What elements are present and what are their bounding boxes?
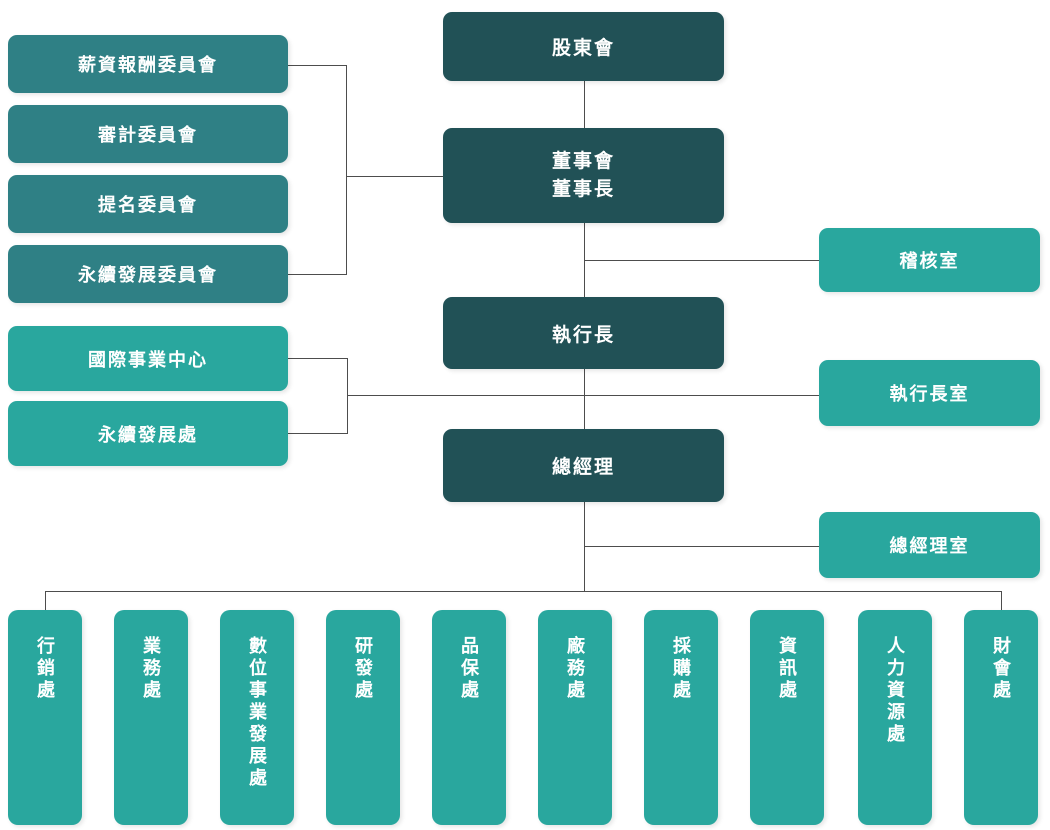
node-ceo-office: 執行長室	[819, 360, 1040, 426]
connector-line	[45, 591, 46, 611]
node-audit-committee: 審計委員會	[8, 105, 288, 163]
node-shareholders-meeting: 股東會	[443, 12, 724, 81]
connector-line	[287, 433, 347, 434]
node-dept-rnd: 研發處	[326, 610, 400, 825]
connector-line	[584, 369, 585, 429]
node-dept-plant-affairs: 廠務處	[538, 610, 612, 825]
dept-label: 採購處	[671, 636, 691, 702]
connector-line	[1001, 591, 1002, 611]
node-dept-quality-assurance: 品保處	[432, 610, 506, 825]
node-dept-procurement: 採購處	[644, 610, 718, 825]
node-dept-finance-accounting: 財會處	[964, 610, 1038, 825]
connector-line	[347, 358, 348, 434]
dept-label: 數位事業發展處	[247, 636, 267, 790]
node-compensation-committee: 薪資報酬委員會	[8, 35, 288, 93]
connector-line	[287, 358, 347, 359]
dept-label: 財會處	[991, 636, 1011, 702]
connector-line	[584, 502, 585, 592]
board-label-line1: 董事會	[551, 150, 615, 172]
node-board-of-directors: 董事會 董事長	[443, 128, 724, 223]
connector-line	[287, 65, 346, 66]
node-gm-office: 總經理室	[819, 512, 1040, 578]
node-sustainability-division: 永續發展處	[8, 401, 288, 466]
connector-line	[45, 591, 1002, 592]
connector-line	[584, 81, 585, 129]
dept-label: 資訊處	[777, 636, 797, 702]
connector-line	[347, 395, 819, 396]
node-dept-digital-business-development: 數位事業發展處	[220, 610, 294, 825]
connector-line	[584, 260, 819, 261]
connector-line	[584, 546, 819, 547]
connector-line	[346, 65, 347, 275]
node-general-manager: 總經理	[443, 429, 724, 502]
node-sustainability-committee: 永續發展委員會	[8, 245, 288, 303]
dept-label: 人力資源處	[885, 636, 905, 746]
node-dept-marketing: 行銷處	[8, 610, 82, 825]
dept-label: 研發處	[353, 636, 373, 702]
node-dept-information: 資訊處	[750, 610, 824, 825]
connector-line	[346, 176, 443, 177]
node-international-business-center: 國際事業中心	[8, 326, 288, 391]
dept-label: 品保處	[459, 636, 479, 702]
node-audit-office: 稽核室	[819, 228, 1040, 292]
dept-label: 廠務處	[565, 636, 585, 702]
node-dept-sales: 業務處	[114, 610, 188, 825]
node-nomination-committee: 提名委員會	[8, 175, 288, 233]
board-label-line2: 董事長	[551, 178, 615, 200]
node-ceo: 執行長	[443, 297, 724, 369]
dept-label: 行銷處	[35, 636, 55, 702]
connector-line	[287, 274, 346, 275]
node-dept-human-resources: 人力資源處	[858, 610, 932, 825]
dept-label: 業務處	[141, 636, 161, 702]
